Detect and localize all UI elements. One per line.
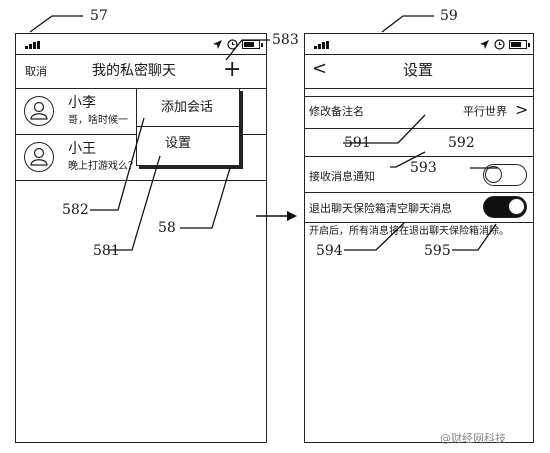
exit-clear-hint: 开启后，所有消息将在退出聊天保险箱消除。 — [309, 226, 509, 237]
row-divider — [305, 222, 533, 223]
notify-toggle[interactable] — [483, 164, 527, 186]
cancel-button[interactable]: 取消 — [25, 65, 47, 78]
chat-row[interactable]: 小王 晚上打游戏么？ — [16, 136, 266, 178]
ref-label-57: 57 — [90, 8, 108, 24]
page-title: 设置 — [403, 61, 434, 79]
clock-icon — [227, 38, 238, 50]
chat-name: 小李 — [68, 95, 96, 111]
row-divider — [305, 128, 533, 129]
menu-item-settings[interactable]: 设置 — [165, 136, 192, 151]
ref-label-593: 593 — [410, 160, 437, 176]
ref-label-594: 594 — [316, 243, 343, 259]
chat-preview: 哥，啥时候一 — [68, 115, 128, 126]
add-button[interactable]: + — [223, 57, 242, 82]
page-title: 我的私密聊天 — [92, 63, 176, 79]
location-arrow-icon — [213, 39, 222, 49]
row-divider — [305, 192, 533, 193]
header-divider — [305, 88, 533, 89]
row-divider — [16, 180, 266, 181]
right-phone-frame: < 设置 修改备注名 平行世界 > 接收消息通知 退出聊天保险箱清空聊天消息 开… — [304, 33, 534, 443]
user-avatar-icon — [24, 96, 54, 126]
popup-menu: 添加会话 设置 — [136, 88, 240, 166]
arrow-right-icon — [256, 211, 297, 221]
remark-label: 修改备注名 — [309, 105, 364, 118]
back-button[interactable]: < — [312, 58, 328, 79]
watermark: @财经网科技 — [440, 432, 506, 445]
user-avatar-icon — [24, 142, 54, 172]
exit-clear-toggle[interactable] — [483, 196, 527, 218]
status-divider — [305, 54, 533, 55]
menu-divider — [137, 126, 239, 127]
ref-label-591: 591 — [344, 135, 371, 151]
remark-row[interactable]: 修改备注名 平行世界 > — [305, 98, 533, 126]
ref-label-58: 58 — [158, 220, 176, 236]
ref-label-583: 583 — [272, 32, 299, 48]
chat-preview: 晚上打游戏么？ — [68, 161, 138, 172]
signal-icon — [314, 41, 332, 49]
ref-label-592: 592 — [448, 135, 475, 151]
ref-label-581: 581 — [93, 243, 120, 259]
exit-clear-label: 退出聊天保险箱清空聊天消息 — [309, 202, 452, 215]
status-divider — [16, 54, 266, 55]
chevron-right-icon: > — [515, 100, 529, 119]
chat-row[interactable]: 小李 哥，啥时候一 — [16, 90, 266, 132]
ref-label-595: 595 — [424, 243, 451, 259]
remark-value: 平行世界 — [463, 105, 507, 118]
battery-icon — [509, 39, 530, 49]
section-divider — [305, 96, 533, 97]
ref-label-59: 59 — [440, 8, 458, 24]
menu-item-add-chat[interactable]: 添加会话 — [161, 100, 214, 115]
chat-name: 小王 — [68, 141, 96, 157]
signal-icon — [25, 41, 43, 49]
clock-icon — [494, 38, 505, 50]
right-status-bar — [305, 34, 533, 54]
exit-clear-row: 退出聊天保险箱清空聊天消息 — [305, 194, 533, 222]
location-arrow-icon — [480, 39, 489, 49]
notify-row: 接收消息通知 — [305, 158, 533, 190]
row-divider — [305, 156, 533, 157]
ref-label-582: 582 — [62, 202, 89, 218]
notify-label: 接收消息通知 — [309, 170, 375, 183]
